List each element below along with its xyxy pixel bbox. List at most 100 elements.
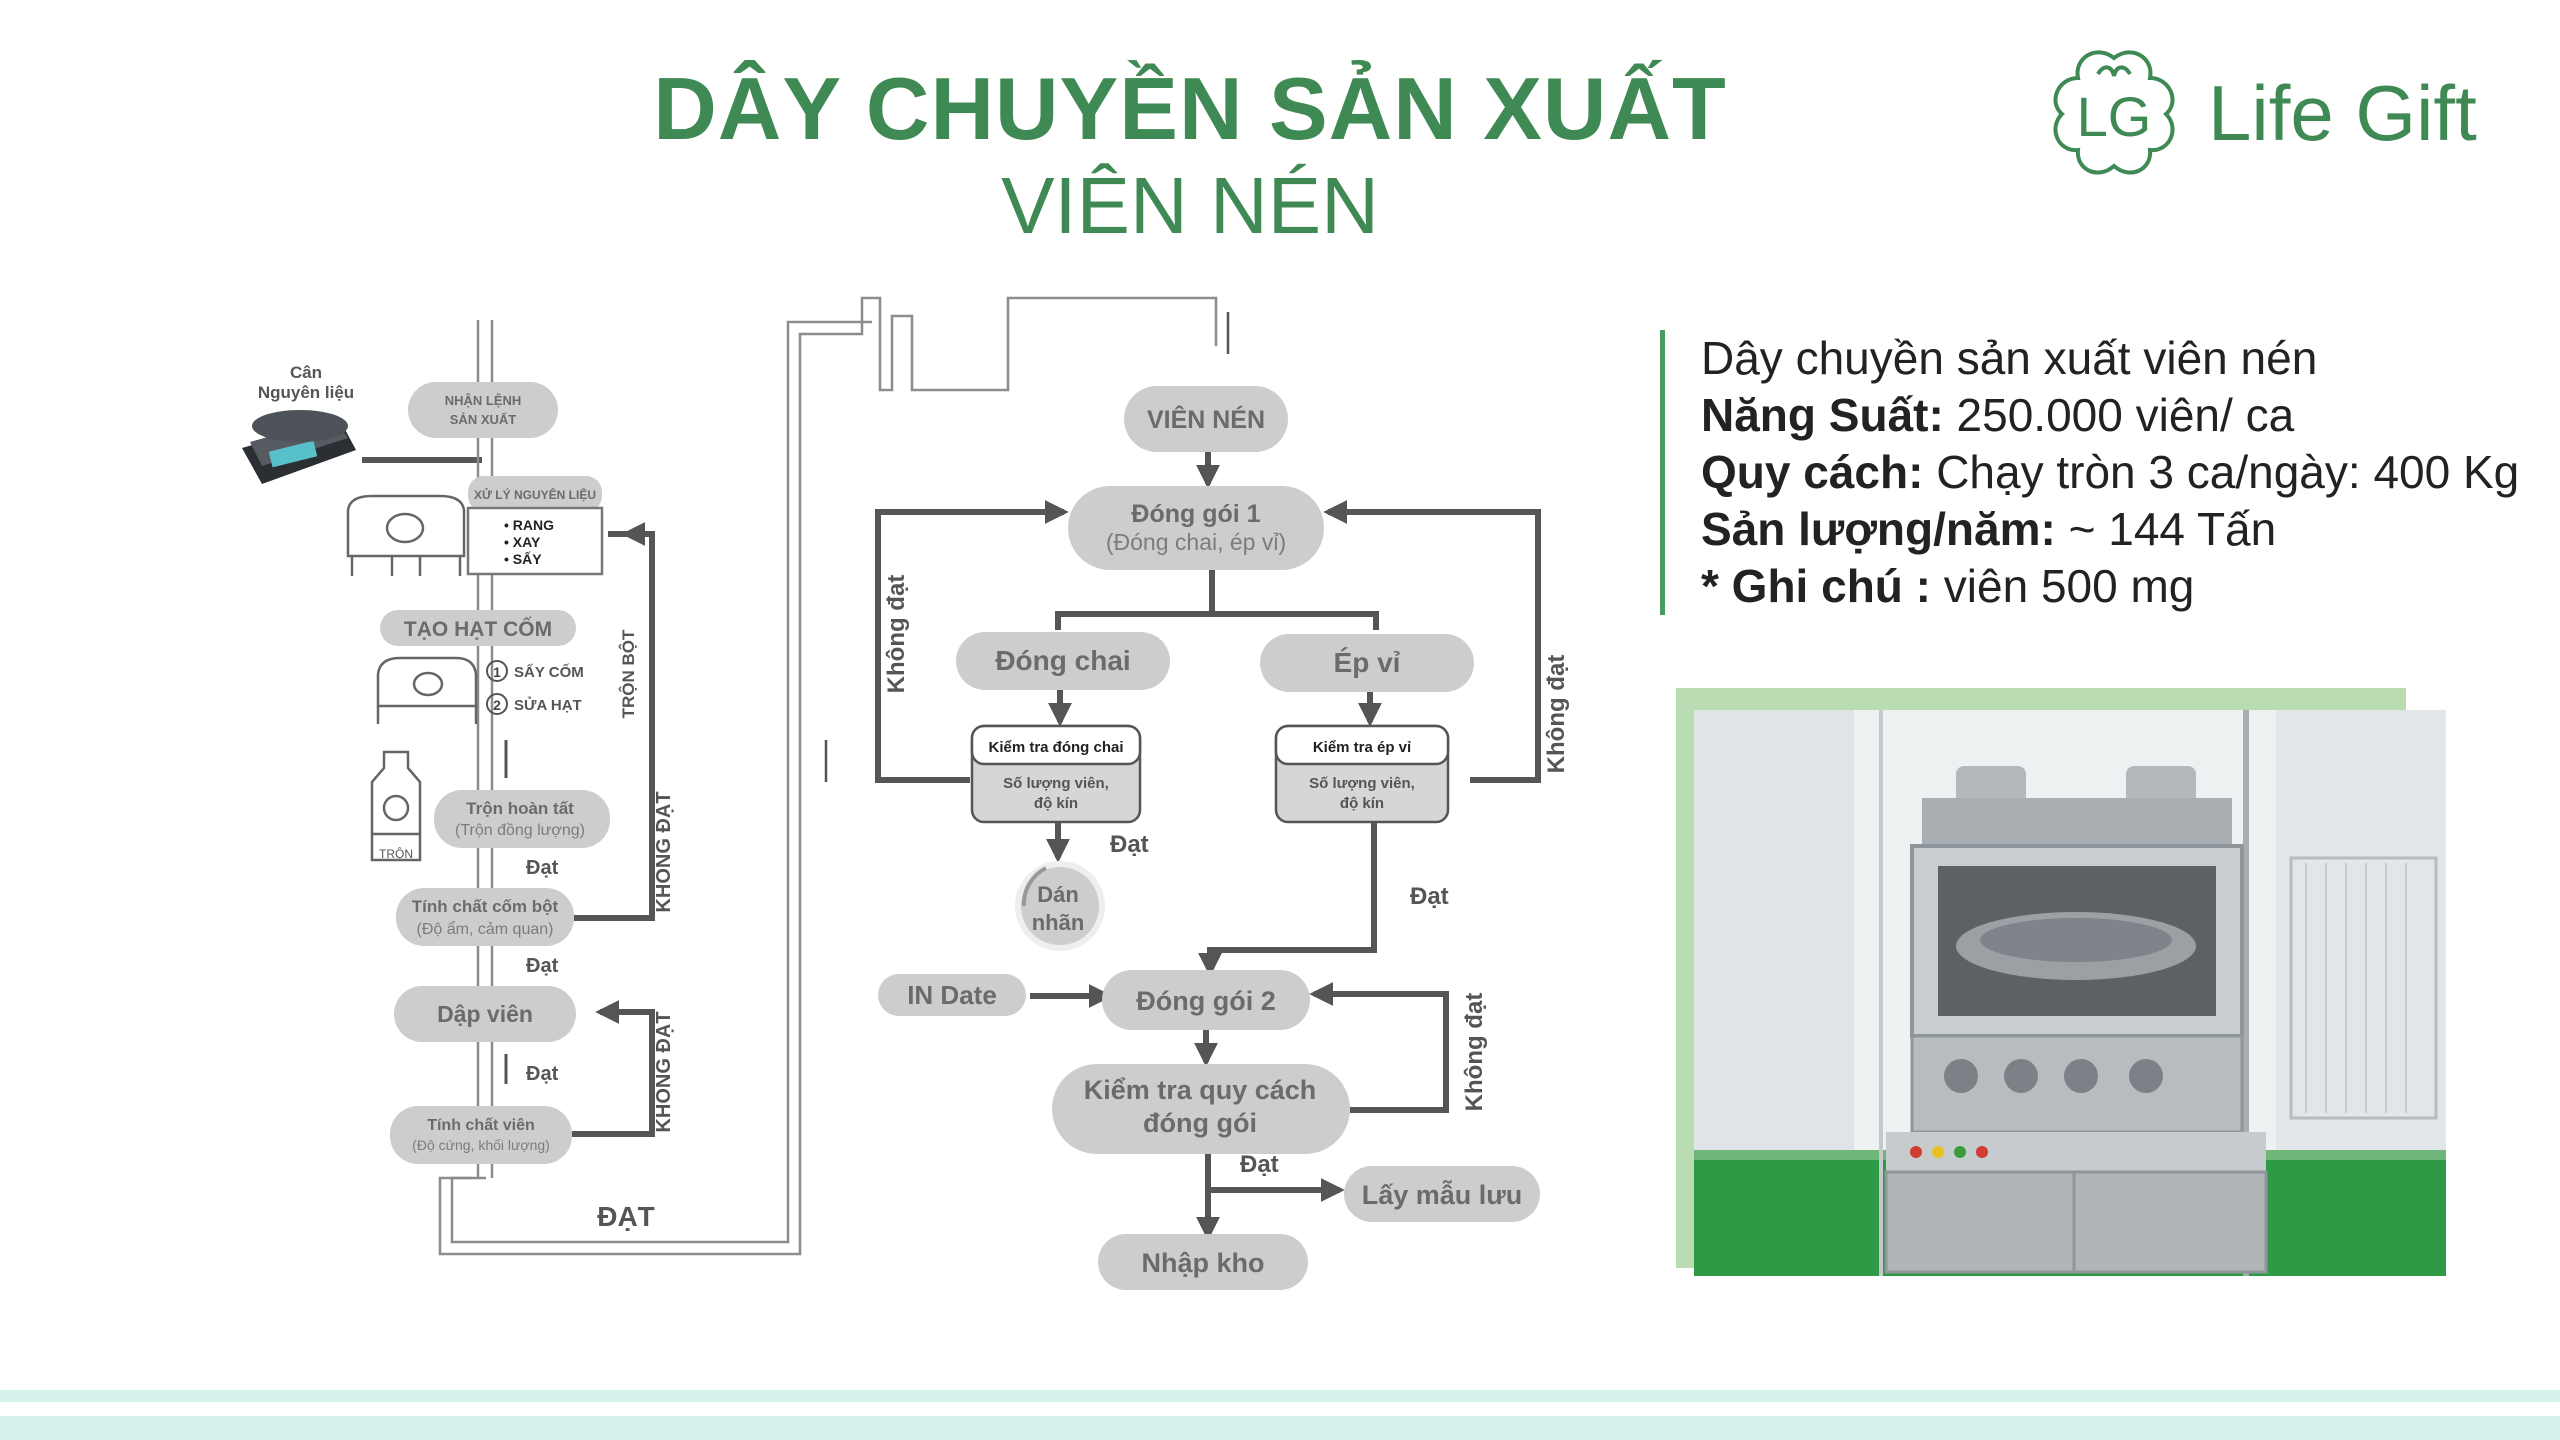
tinh-chat-com-box (396, 888, 574, 946)
info-line-ghi-chu: * Ghi chú : viên 500 mg (1701, 558, 2519, 615)
nhap-kho-box (1098, 1234, 1308, 1290)
in-date-box (878, 974, 1026, 1016)
lay-mau-luu-text: Lấy mẫu lưu (1362, 1179, 1523, 1210)
logo-monogram: LG (2077, 85, 2152, 148)
tao-hat-com-text: TẠO HẠT CỐM (404, 617, 552, 641)
kiem-tra-quy-cach-box (1052, 1064, 1350, 1154)
granulator-icon (376, 656, 478, 724)
footer-band-top (0, 1390, 2560, 1402)
mixer-bottle-icon (370, 750, 422, 862)
tron-hoan-tat-text: Trộn hoàn tất (466, 799, 574, 818)
ghi-chu-label: * Ghi chú : (1701, 560, 1931, 612)
nhan-lenh-box (408, 382, 558, 438)
san-luong-value: ~ 144 Tấn (2055, 503, 2277, 555)
dan-nhan-text-1: Dán (1037, 882, 1079, 907)
num-2: 2 (493, 697, 501, 713)
khong-dat-right-label: Không đạt (1543, 655, 1570, 774)
info-line-nang-suat: Năng Suất: 250.000 viên/ ca (1701, 387, 2519, 444)
vien-nen-text: VIÊN NÉN (1147, 404, 1265, 434)
dat-b-label: Đạt (1410, 883, 1449, 910)
logo-text: Life Gift (2208, 69, 2477, 157)
in-date-text: IN Date (907, 980, 997, 1010)
lay-mau-luu-box (1344, 1166, 1540, 1222)
num-1: 1 (493, 664, 501, 680)
life-gift-logo-icon: LG (2053, 50, 2175, 175)
ghi-chu-value: viên 500 mg (1931, 560, 2195, 612)
ep-vi-text: Ép vỉ (1334, 647, 1401, 678)
page-subtitle: VIÊN NÉN (1001, 161, 1379, 250)
scale-icon (242, 410, 356, 484)
tinh-chat-vien-box (390, 1106, 572, 1164)
so-luong-1a: Số lượng viên, (1003, 775, 1109, 792)
vien-nen-box (1124, 386, 1288, 452)
xu-ly-list-box (466, 506, 604, 576)
xu-ly-box (468, 476, 602, 512)
dong-goi-1-sub: (Đóng chai, ép vỉ) (1106, 529, 1286, 555)
kiem-tra-quy-cach-text-2: đóng gói (1143, 1108, 1257, 1138)
info-line-quy-cach: Quy cách: Chạy tròn 3 ca/ngày: 400 Kg (1701, 444, 2519, 501)
dat-a-label: Đạt (1110, 831, 1149, 858)
dong-goi-2-box (1102, 970, 1310, 1030)
say-com-text: SẤY CỐM (514, 663, 584, 681)
dat-label-1: Đạt (526, 857, 559, 879)
dong-goi-2-text: Đóng gói 2 (1136, 986, 1275, 1016)
xay-text: • XAY (504, 534, 541, 550)
tao-hat-com-box (380, 610, 576, 646)
so-luong-2b: độ kín (1340, 795, 1384, 812)
khong-dat-3-label: Không đạt (1461, 993, 1488, 1112)
san-luong-label: Sản lượng/năm: (1701, 503, 2056, 555)
dan-nhan-circle (1015, 861, 1105, 951)
so-luong-2a: Số lượng viên, (1309, 775, 1415, 792)
tron-hoan-tat-sub: (Trộn đồng lượng) (455, 822, 585, 839)
info-line-san-luong: Sản lượng/năm: ~ 144 Tấn (1701, 501, 2519, 558)
tinh-chat-com-sub: (Độ ẩm, cảm quan) (417, 920, 554, 938)
dap-vien-text: Dập viên (437, 1001, 533, 1027)
tron-label: TRỘN (379, 846, 413, 861)
tron-hoan-tat-box (434, 790, 610, 848)
dong-chai-box (956, 632, 1170, 690)
dat-label-2: Đạt (526, 955, 559, 977)
nhan-lenh-text-1: NHẬN LỆNH (445, 393, 522, 408)
can-label-2: Nguyên liệu (258, 383, 354, 402)
tinh-chat-vien-text: Tính chất viên (427, 1117, 535, 1134)
rang-text: • RANG (504, 517, 554, 533)
nang-suat-value: 250.000 viên/ ca (1943, 389, 2295, 441)
quy-cach-value: Chạy tròn 3 ca/ngày: 400 Kg (1923, 446, 2520, 498)
khong-dat-left-label: Không đạt (883, 575, 910, 694)
tron-bot-label: TRỘN BỘT (619, 629, 638, 718)
kiem-tra-ep-vi-card: Kiểm tra ép vỉ Số lượng viên, độ kín (1274, 724, 1450, 824)
so-luong-1b: độ kín (1034, 795, 1078, 812)
dap-vien-box (394, 986, 576, 1042)
tinh-chat-com-text: Tính chất cốm bột (412, 897, 559, 916)
khong-dat-label-1: KHÔNG ĐẠT (651, 791, 675, 912)
kiem-tra-dong-chai-text: Kiểm tra đóng chai (988, 739, 1123, 756)
dat-c-label: Đạt (1240, 1151, 1279, 1178)
kiem-tra-dong-chai-card: Kiểm tra đóng chai Số lượng viên, độ kín (970, 724, 1142, 824)
production-flowchart: Cân Nguyên liệu NHẬN LỆNH SẢN XUẤT XỬ LÝ… (242, 296, 1570, 1290)
tinh-chat-vien-sub: (Độ cứng, khối lượng) (412, 1137, 550, 1153)
page-title: DÂY CHUYỀN SẢN XUẤT (653, 59, 1727, 158)
kiem-tra-quy-cach-text-1: Kiểm tra quy cách (1084, 1075, 1317, 1105)
dong-goi-1-text: Đóng gói 1 (1131, 500, 1260, 528)
khong-dat-label-2: KHÔNG ĐẠT (651, 1011, 675, 1132)
tank-icon (346, 494, 466, 576)
can-label-1: Cân (290, 363, 322, 382)
info-block: Dây chuyền sản xuất viên nén Năng Suất: … (1660, 330, 2519, 615)
dat-bottom-label: ĐẠT (597, 1201, 655, 1232)
dong-chai-text: Đóng chai (995, 645, 1130, 676)
ep-vi-box (1260, 634, 1474, 692)
dat-label-3: Đạt (526, 1063, 559, 1085)
kiem-tra-ep-vi-text: Kiểm tra ép vỉ (1313, 739, 1411, 756)
nhap-kho-text: Nhập kho (1141, 1248, 1264, 1278)
dan-nhan-text-2: nhãn (1032, 910, 1085, 935)
quy-cach-label: Quy cách: (1701, 446, 1924, 498)
tablet-press-machine-photo (1676, 688, 2446, 1276)
nang-suat-label: Năng Suất: (1701, 389, 1944, 441)
sua-hat-text: SỬA HẠT (514, 696, 582, 714)
nhan-lenh-text-2: SẢN XUẤT (450, 412, 517, 427)
dong-goi-1-box (1068, 486, 1324, 570)
xu-ly-text: XỬ LÝ NGUYÊN LIỆU (474, 487, 596, 502)
info-line-1: Dây chuyền sản xuất viên nén (1701, 332, 2318, 384)
footer-band-bottom (0, 1416, 2560, 1440)
say-text: • SẤY (504, 551, 542, 567)
